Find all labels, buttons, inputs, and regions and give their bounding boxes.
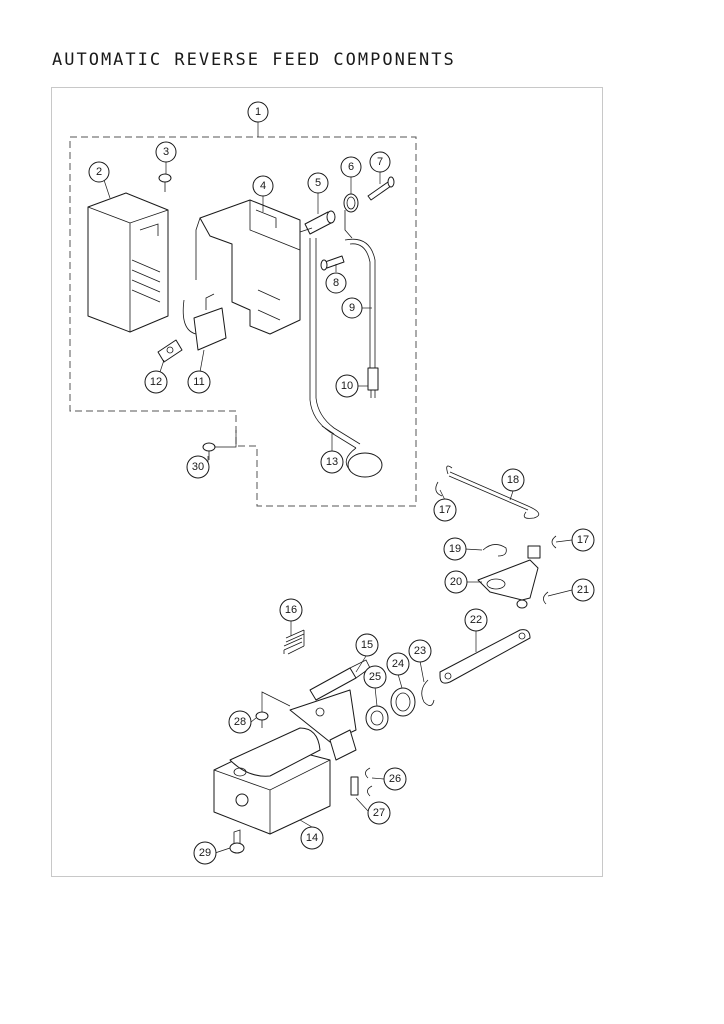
svg-text:25: 25: [369, 671, 381, 683]
callout-21: 21: [571, 578, 595, 602]
callout-24: 24: [386, 652, 410, 676]
part-9-cable: [344, 238, 379, 398]
part-27-pin: [350, 776, 359, 796]
callout-14: 14: [300, 826, 324, 850]
svg-text:1: 1: [255, 106, 261, 118]
svg-text:12: 12: [150, 376, 162, 388]
part-8-screw: [320, 255, 345, 271]
part-30-screw: [202, 430, 237, 460]
callout-16: 16: [279, 598, 303, 622]
callout-6: 6: [340, 156, 362, 178]
svg-text:24: 24: [392, 658, 404, 670]
part-18-link: [446, 465, 540, 519]
svg-text:27: 27: [373, 807, 385, 819]
svg-text:20: 20: [450, 576, 462, 588]
callout-20: 20: [444, 570, 468, 594]
svg-text:17: 17: [439, 504, 451, 516]
svg-text:10: 10: [341, 380, 353, 392]
callout-9: 9: [341, 297, 363, 319]
leader-lines: [103, 162, 573, 854]
callout-2: 2: [88, 161, 110, 183]
part-16-spring: [283, 629, 305, 655]
callout-11: 11: [187, 370, 211, 394]
part-26-clip: [365, 767, 373, 797]
svg-text:6: 6: [348, 161, 354, 173]
callout-27: 27: [367, 801, 391, 825]
part-20-crank: [477, 545, 541, 609]
svg-text:4: 4: [260, 180, 266, 192]
page-title: AUTOMATIC REVERSE FEED COMPONENTS: [52, 50, 456, 70]
part-21-clip: [543, 591, 549, 605]
part-17-clip-a: [435, 481, 443, 497]
callout-7: 7: [369, 151, 391, 173]
callout-29: 29: [193, 841, 217, 865]
part-22-link: [439, 629, 531, 684]
svg-text:5: 5: [315, 177, 321, 189]
part-4-bracket: [195, 199, 301, 335]
svg-text:13: 13: [326, 456, 338, 468]
part-14-solenoid: [213, 689, 357, 835]
part-28-screw: [255, 691, 291, 728]
svg-text:3: 3: [163, 146, 169, 158]
callout-15: 15: [355, 633, 379, 657]
callout-22: 22: [464, 608, 488, 632]
part-6-spring: [343, 193, 359, 239]
svg-text:7: 7: [377, 156, 383, 168]
callout-10: 10: [335, 374, 359, 398]
svg-text:21: 21: [577, 584, 589, 596]
callout-1: 1: [247, 101, 269, 123]
callout-23: 23: [408, 639, 432, 663]
callout-26: 26: [383, 767, 407, 791]
svg-text:17: 17: [577, 534, 589, 546]
part-17-clip-b: [551, 535, 557, 549]
callout-25: 25: [363, 665, 387, 689]
callout-13: 13: [320, 450, 344, 474]
part-29-screw: [229, 829, 245, 854]
svg-text:16: 16: [285, 604, 297, 616]
svg-text:2: 2: [96, 166, 102, 178]
callout-4: 4: [252, 175, 274, 197]
callout-3: 3: [155, 141, 177, 163]
part-12-plate: [157, 339, 183, 363]
part-2-cover: [87, 192, 169, 333]
part-3-screw: [158, 173, 172, 192]
part-5-sleeve: [299, 210, 336, 235]
callout-18: 18: [501, 468, 525, 492]
svg-text:23: 23: [414, 645, 426, 657]
svg-text:9: 9: [349, 302, 355, 314]
diagram-frame: [51, 87, 603, 877]
assembly-1-outline: [69, 136, 417, 507]
part-25-washer: [365, 705, 389, 731]
svg-text:18: 18: [507, 474, 519, 486]
callout-8: 8: [325, 272, 347, 294]
svg-text:15: 15: [361, 639, 373, 651]
callout-17-left: 17: [433, 498, 457, 522]
part-7-screw: [367, 176, 395, 201]
part-19-clip: [482, 544, 507, 557]
callout-12: 12: [144, 370, 168, 394]
svg-text:8: 8: [333, 277, 339, 289]
svg-text:19: 19: [449, 543, 461, 555]
callout-19: 19: [443, 537, 467, 561]
svg-text:30: 30: [192, 461, 204, 473]
callout-30: 30: [186, 455, 210, 479]
callout-28: 28: [228, 710, 252, 734]
part-24-washer: [390, 687, 416, 717]
part-11-switch: [182, 293, 227, 351]
svg-text:28: 28: [234, 716, 246, 728]
callout-17-right: 17: [571, 528, 595, 552]
svg-text:29: 29: [199, 847, 211, 859]
part-15-plunger: [309, 659, 371, 701]
svg-text:11: 11: [193, 376, 204, 388]
part-13-lever: [309, 238, 383, 478]
svg-text:14: 14: [306, 832, 318, 844]
svg-text:22: 22: [470, 614, 482, 626]
svg-text:26: 26: [389, 773, 401, 785]
callout-5: 5: [307, 172, 329, 194]
part-23-ering: [421, 679, 435, 706]
